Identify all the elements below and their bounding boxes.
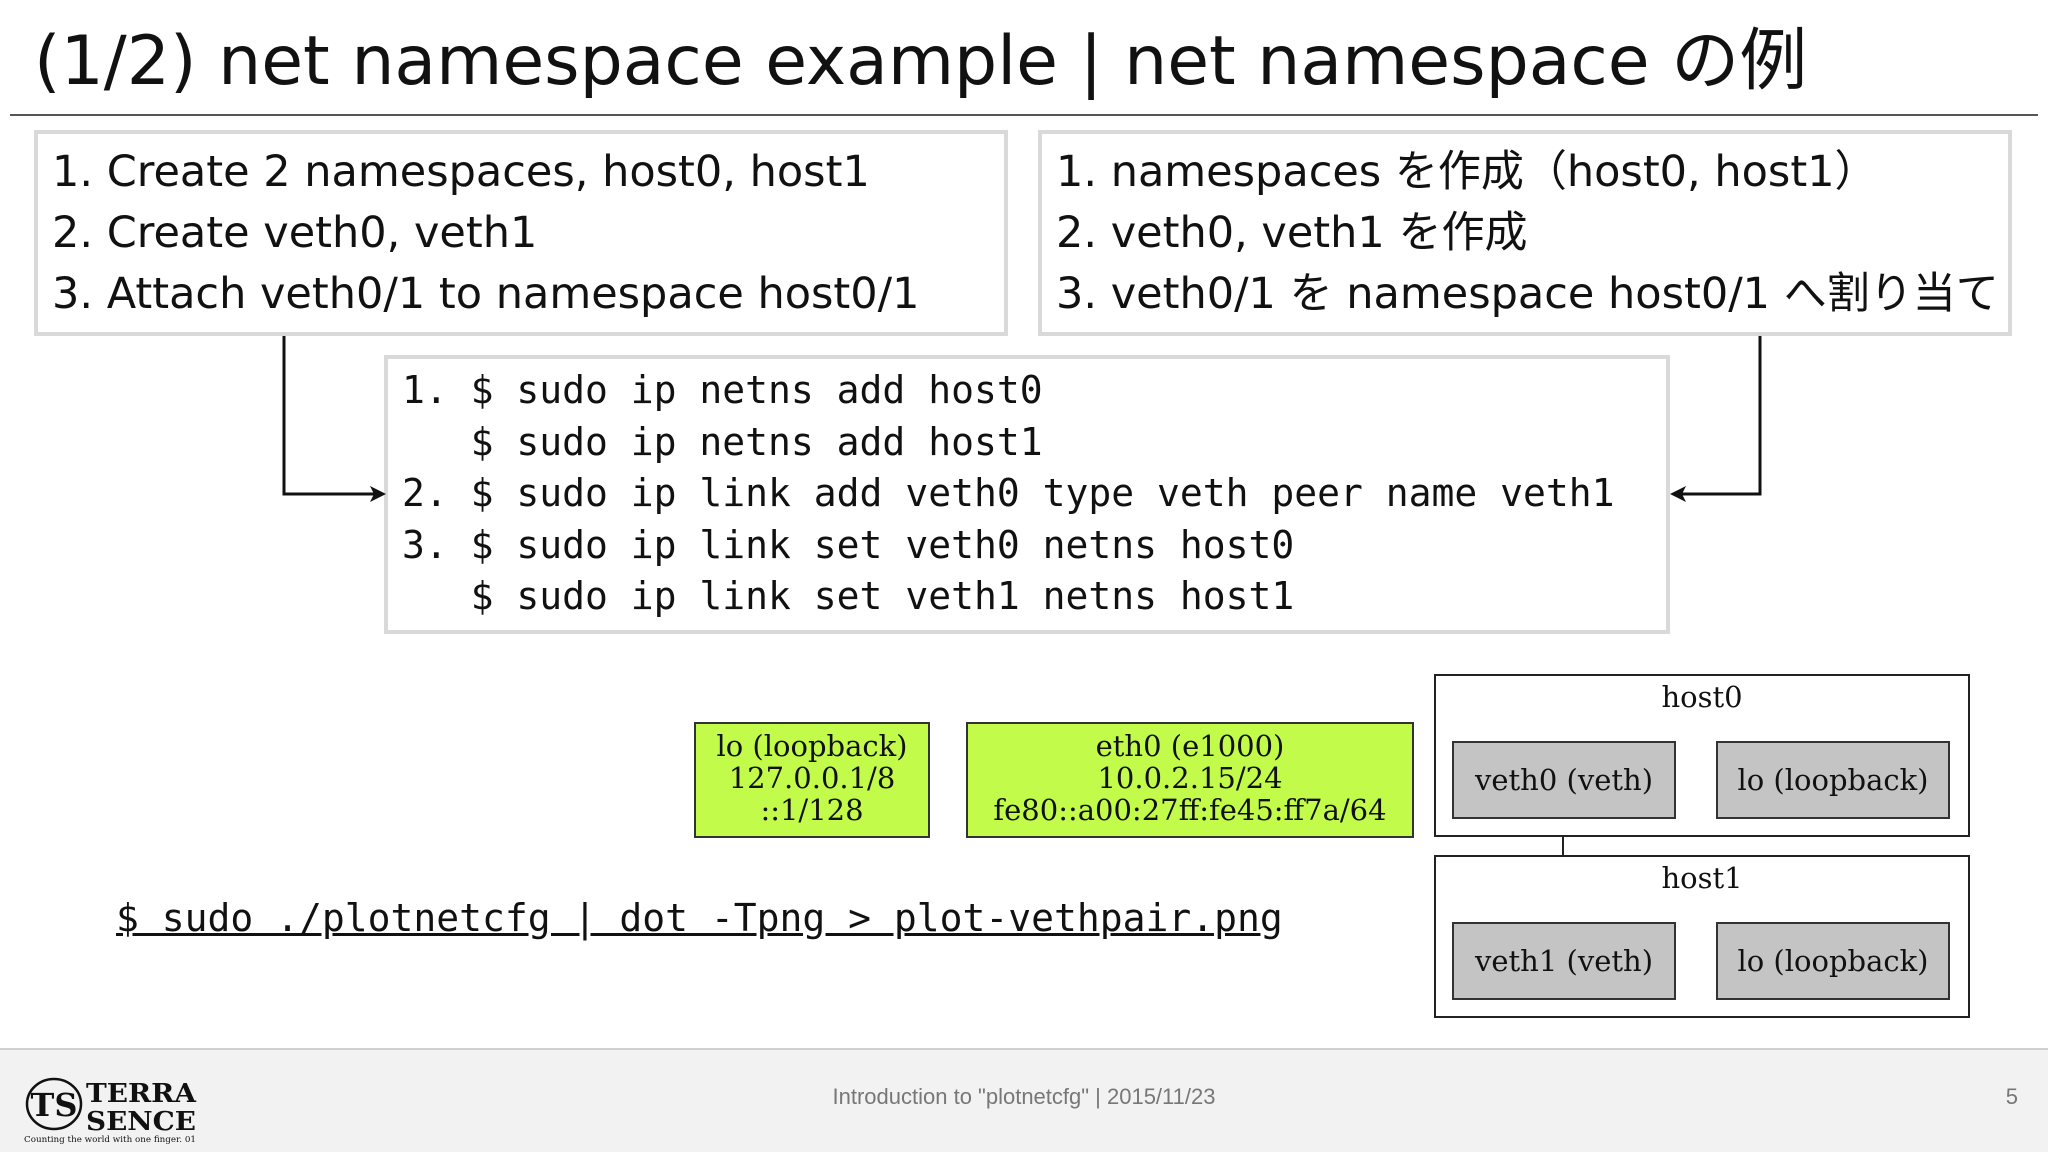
host1-lo-node: lo (loopback)	[1716, 922, 1950, 1000]
veth1-node: veth1 (veth)	[1452, 922, 1676, 1000]
steps-english-box: 1. Create 2 namespaces, host0, host1 2. …	[34, 130, 1008, 336]
arrow-right-connector	[1678, 336, 1762, 496]
command-line: $ sudo ip link set veth1 netns host1	[402, 574, 1295, 618]
command-line: 1. $ sudo ip netns add host0	[402, 368, 1043, 412]
step-ja-1: 1. namespaces を作成（host0, host1）	[1056, 147, 1878, 197]
step-en-1: 1. Create 2 namespaces, host0, host1	[52, 147, 870, 197]
page-number: 5	[2005, 1084, 2018, 1109]
slide-footer: TS TERRA SENCE Counting the world with o…	[0, 1048, 2048, 1152]
lo-node-name: lo (loopback)	[716, 729, 908, 763]
command-line: 2. $ sudo ip link add veth0 type veth pe…	[402, 471, 1615, 515]
eth0-node-ipv6: fe80::a00:27ff:fe45:ff7a/64	[993, 793, 1387, 827]
command-line: 3. $ sudo ip link set veth0 netns host0	[402, 522, 1295, 567]
logo-ts: TS	[31, 1086, 78, 1124]
terrasence-logo: TS TERRA SENCE Counting the world with o…	[24, 1077, 197, 1144]
commands-box: 1. $ sudo ip netns add host0 $ sudo ip n…	[384, 355, 1670, 634]
eth0-node: eth0 (e1000) 10.0.2.15/24 fe80::a00:27ff…	[966, 722, 1414, 838]
eth0-node-ipv4: 10.0.2.15/24	[1097, 761, 1283, 795]
step-ja-3: 3. veth0/1 を namespace host0/1 へ割り当て	[1056, 269, 1999, 319]
step-ja-2: 2. veth0, veth1 を作成	[1056, 208, 1528, 258]
page-title: (1/2) net namespace example | net namesp…	[34, 22, 1808, 101]
host0-lo-node: lo (loopback)	[1716, 741, 1950, 819]
veth0-node: veth0 (veth)	[1452, 741, 1676, 819]
step-en-2: 2. Create veth0, veth1	[52, 208, 538, 258]
host1-label: host1	[1661, 861, 1743, 895]
steps-japanese-box: 1. namespaces を作成（host0, host1） 2. veth0…	[1038, 130, 2012, 336]
logo-terra: TERRA	[86, 1079, 197, 1109]
logo-sence: SENCE	[86, 1107, 196, 1137]
command-line: $ sudo ip netns add host1	[402, 419, 1043, 464]
arrow-left-connector	[282, 336, 378, 496]
lo-loopback-node: lo (loopback) 127.0.0.1/8 ::1/128	[694, 722, 930, 838]
eth0-node-name: eth0 (e1000)	[1095, 729, 1285, 763]
lo-node-ipv4: 127.0.0.1/8	[728, 761, 896, 795]
title-divider	[10, 114, 2038, 116]
step-en-3: 3. Attach veth0/1 to namespace host0/1	[52, 269, 920, 319]
logo-tagline: Counting the world with one finger. 01	[24, 1135, 196, 1144]
host0-label: host0	[1661, 680, 1743, 714]
lo-node-ipv6: ::1/128	[760, 793, 864, 827]
arrow-right-head	[1670, 486, 1686, 502]
footer-text: Introduction to "plotnetcfg" | 2015/11/2…	[832, 1084, 1216, 1109]
plot-command: $ sudo ./plotnetcfg | dot -Tpng > plot-v…	[116, 896, 1283, 940]
